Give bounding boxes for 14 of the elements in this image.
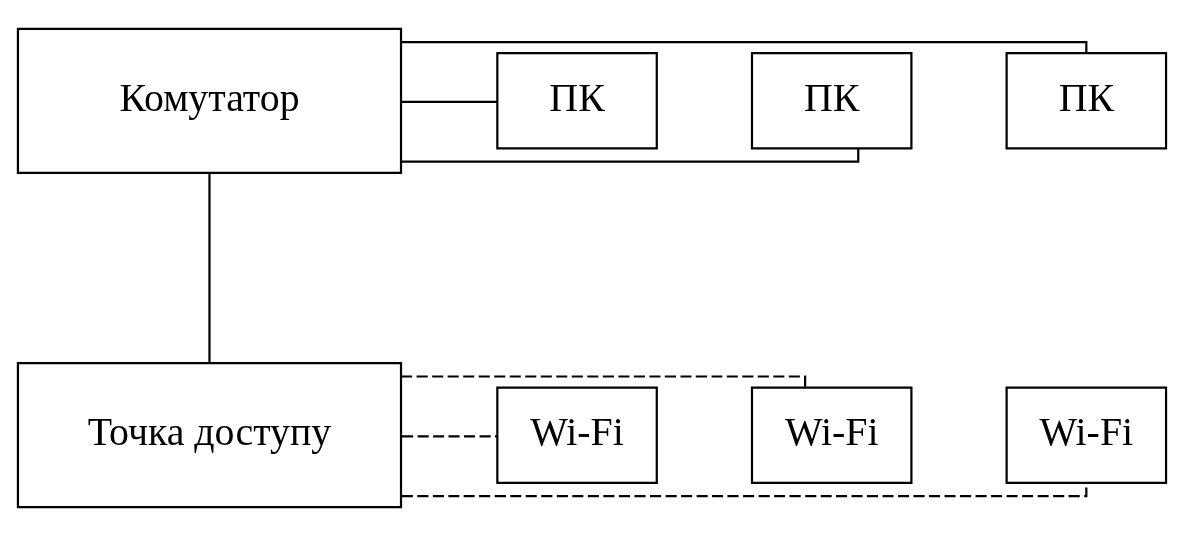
connector (208, 172, 211, 363)
connector (401, 148, 860, 163)
node-box: ПК (1005, 51, 1168, 150)
node-box: Wi-Fi (1005, 385, 1168, 484)
node-box: Wi-Fi (496, 385, 658, 484)
connector (401, 434, 498, 437)
node-box: Wi-Fi (750, 385, 913, 484)
node-box: Точка доступу (16, 361, 403, 508)
node-box: ПК (750, 51, 913, 150)
connector (401, 374, 807, 387)
connector (401, 40, 1088, 52)
node-box: ПК (496, 51, 658, 150)
connector (401, 100, 498, 103)
node-box: Комутатор (16, 27, 403, 174)
